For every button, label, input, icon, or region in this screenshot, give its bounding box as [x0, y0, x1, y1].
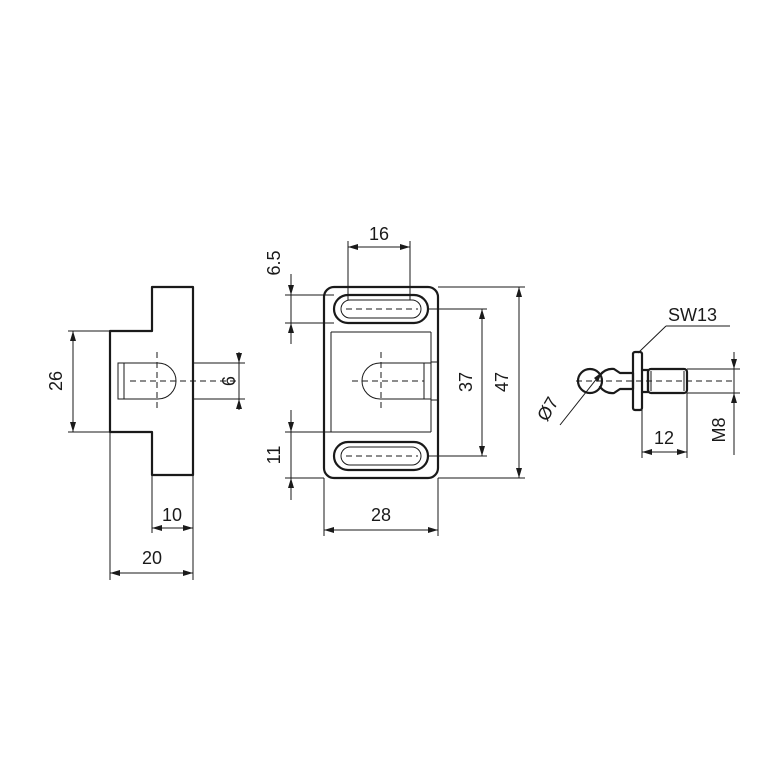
front-view: 16 6.5 11 37 47 28 [264, 224, 525, 536]
dim-slot-width-6-5: 6.5 [264, 250, 284, 275]
label-sw13: SW13 [668, 305, 717, 325]
dim-slot-length-16: 16 [369, 224, 389, 244]
dim-slot-width-9: 9 [218, 376, 238, 386]
side-view: 26 9 10 20 [46, 285, 245, 580]
dim-thread-length-12: 12 [654, 428, 674, 448]
side-view-outline [108, 285, 195, 477]
front-view-outline [322, 285, 440, 480]
dim-overall-width-28: 28 [371, 505, 391, 525]
dim-height-26: 26 [46, 371, 66, 391]
dim-slot-spacing-37: 37 [456, 372, 476, 392]
side-view-slot [117, 362, 177, 400]
dim-thread-m8: M8 [709, 417, 729, 442]
dim-overall-depth-20: 20 [142, 548, 162, 568]
dim-lower-offset-11: 11 [264, 446, 284, 465]
dim-base-depth-10: 10 [162, 505, 182, 525]
dim-ball-diameter: Ø7 [533, 394, 562, 425]
ball-stud: SW13 Ø7 12 M8 [533, 305, 740, 458]
dim-overall-height-47: 47 [492, 372, 512, 392]
